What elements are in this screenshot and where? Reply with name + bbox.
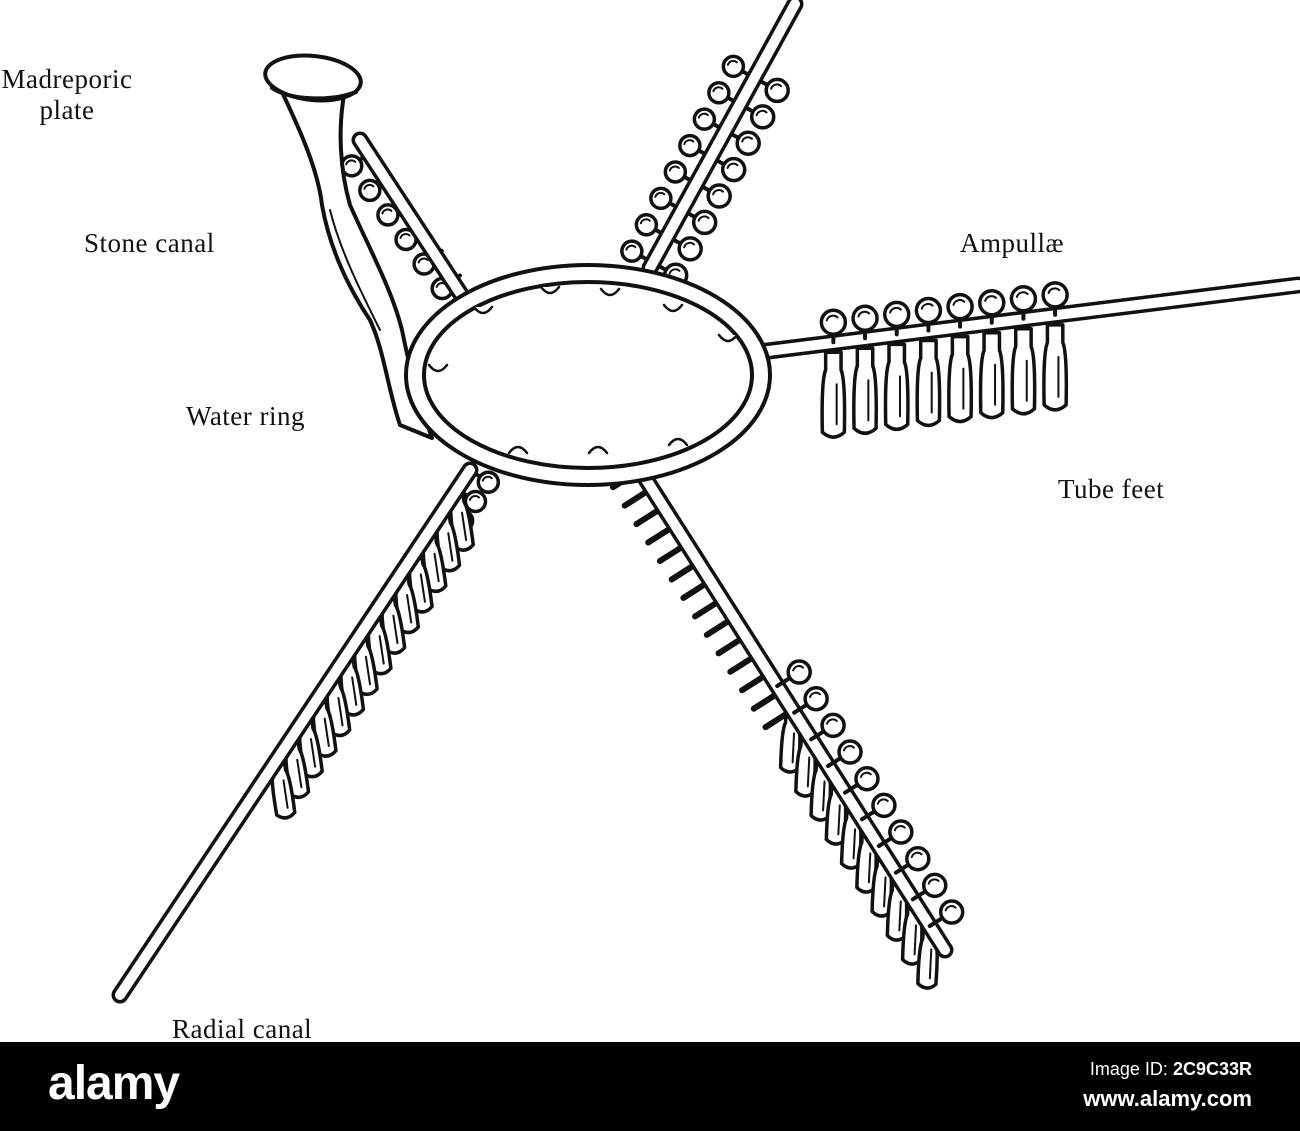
ampulla [893, 845, 931, 875]
tube-feet-label: Tube feet [1058, 474, 1165, 504]
tiedemann-body [717, 333, 739, 343]
ampullae-label: Ampullæ [960, 228, 1065, 258]
stone-canal-fold [329, 209, 381, 331]
ampulla [882, 300, 911, 337]
tube-foot [947, 334, 974, 424]
image-id-row: Image ID: 2C9C33R [1083, 1058, 1252, 1081]
stone-canal [280, 90, 434, 440]
watermark-footer: alamy Image ID: 2C9C33R www.alamy.com [0, 1042, 1300, 1131]
ampulla [1041, 281, 1069, 317]
tube-foot [1042, 323, 1069, 412]
ampulla [927, 899, 965, 928]
tiedemann-body [587, 445, 609, 455]
site-url: www.alamy.com [1083, 1085, 1252, 1111]
tiedemann-body [427, 363, 449, 373]
tiedemann-body [667, 437, 689, 447]
radial-canal-label: Radial canal [172, 1014, 313, 1043]
madreporic-plate-rim [270, 86, 358, 101]
radial-canal-upper-left [351, 131, 471, 305]
ampulla [914, 296, 943, 333]
ampulla [978, 288, 1006, 325]
radial-canal-lower-left [111, 461, 479, 1004]
ampulla [910, 872, 948, 902]
radial-canal-upper [641, 0, 804, 277]
image-id-value: 2C9C33R [1172, 1059, 1252, 1079]
ampulla [946, 292, 974, 329]
tiedemann-body [472, 305, 494, 315]
ampulla [826, 739, 863, 768]
image-info: Image ID: 2C9C33R www.alamy.com [1083, 1058, 1252, 1112]
stone-canal-label: Stone canal [84, 228, 215, 258]
ampulla [792, 685, 829, 715]
ampulla [851, 304, 879, 341]
madreporic-plate-label: Madreporic plate [0, 66, 134, 124]
ampulla [752, 75, 790, 104]
ampulla [876, 819, 914, 848]
radial-canal-lower-right [631, 461, 954, 959]
water-ring-label: Water ring [186, 401, 306, 431]
tube-foot [915, 338, 942, 428]
madreporic-plate-label-line2: plate [39, 95, 95, 125]
ampulla [819, 308, 848, 345]
ampulla [358, 175, 390, 203]
ampulla [1009, 285, 1038, 321]
tiedemann-body [539, 285, 561, 295]
tiedemann-body [507, 445, 529, 455]
ampulla [775, 659, 812, 688]
radial-canal-right [751, 276, 1300, 361]
ampulla [663, 160, 699, 186]
tiedemann-body [599, 287, 621, 297]
tube-foot [883, 342, 910, 432]
image-id-label: Image ID: [1089, 1059, 1168, 1079]
diagram-artwork [111, 0, 1300, 1004]
ampulla [649, 186, 684, 212]
alamy-logo: alamy [48, 1057, 180, 1110]
ampulla [859, 792, 897, 822]
ampulla [843, 765, 880, 795]
tube-foot [978, 330, 1005, 420]
madreporic-plate-label-line1: Madreporic [1, 64, 133, 94]
ampulla [809, 712, 846, 742]
water-ring [404, 263, 772, 487]
tube-foot [1010, 327, 1037, 416]
water-vascular-system-diagram: Madreporic plate Stone canal Ampullæ Wat… [0, 0, 1300, 1042]
tiedemann-body [662, 303, 684, 313]
tube-foot [852, 346, 878, 435]
tube-foot [820, 350, 847, 439]
